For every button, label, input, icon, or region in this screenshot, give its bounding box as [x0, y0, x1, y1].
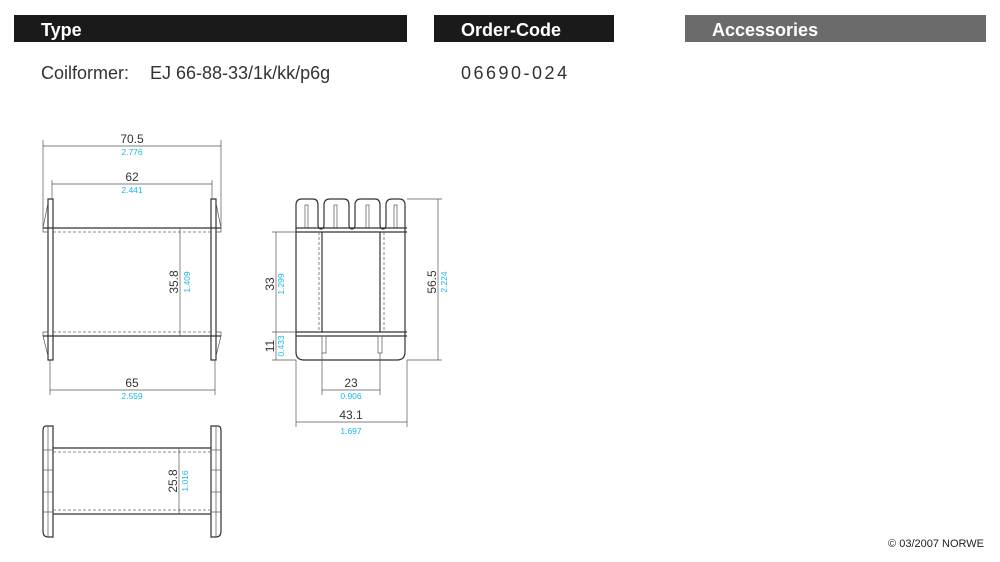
dim-bobbin-depth-inch: 1.016 [180, 470, 190, 492]
dim-window-height-mm: 35.8 [167, 270, 181, 294]
dim-window-height-inch: 1.409 [182, 271, 192, 293]
dim-side-window-inch: 1.299 [276, 273, 286, 295]
dim-inner-width-mm: 62 [125, 170, 139, 184]
dim-overall-width-inch: 2.776 [121, 147, 143, 157]
dim-base-width-mm: 65 [125, 376, 139, 390]
order-code-header: Order-Code [434, 15, 614, 42]
dim-base-height-inch: 0.433 [276, 335, 286, 357]
dim-side-width-mm: 43.1 [339, 408, 363, 422]
dim-side-window-mm: 33 [263, 277, 277, 291]
dim-bobbin-depth-mm: 25.8 [166, 469, 180, 493]
side-view: 56.5 2.224 33 1.299 11 0.433 23 0.906 43… [263, 198, 449, 436]
dim-pin-spacing-mm: 23 [344, 376, 358, 390]
dim-total-height-mm: 56.5 [425, 270, 439, 294]
front-view: 70.5 2.776 62 2.441 35.8 1.409 65 2.559 [42, 132, 222, 401]
dim-base-height-mm: 11 [263, 339, 277, 352]
type-header: Type [14, 15, 407, 42]
dim-inner-width-inch: 2.441 [121, 185, 143, 195]
dim-overall-width-mm: 70.5 [120, 132, 144, 146]
copyright-notice: © 03/2007 NORWE [888, 538, 984, 550]
order-code-value: 06690-024 [461, 63, 570, 83]
dim-side-width-inch: 1.697 [340, 426, 362, 436]
dim-total-height-inch: 2.224 [439, 271, 449, 293]
bottom-view: 25.8 1.016 [42, 425, 222, 538]
coilformer-type-value: EJ 66-88-33/1k/kk/p6g [150, 63, 331, 83]
accessories-header: Accessories [685, 15, 986, 42]
coilformer-label: Coilformer: [41, 63, 130, 83]
dim-pin-spacing-inch: 0.906 [340, 391, 362, 401]
dim-base-width-inch: 2.559 [121, 391, 143, 401]
